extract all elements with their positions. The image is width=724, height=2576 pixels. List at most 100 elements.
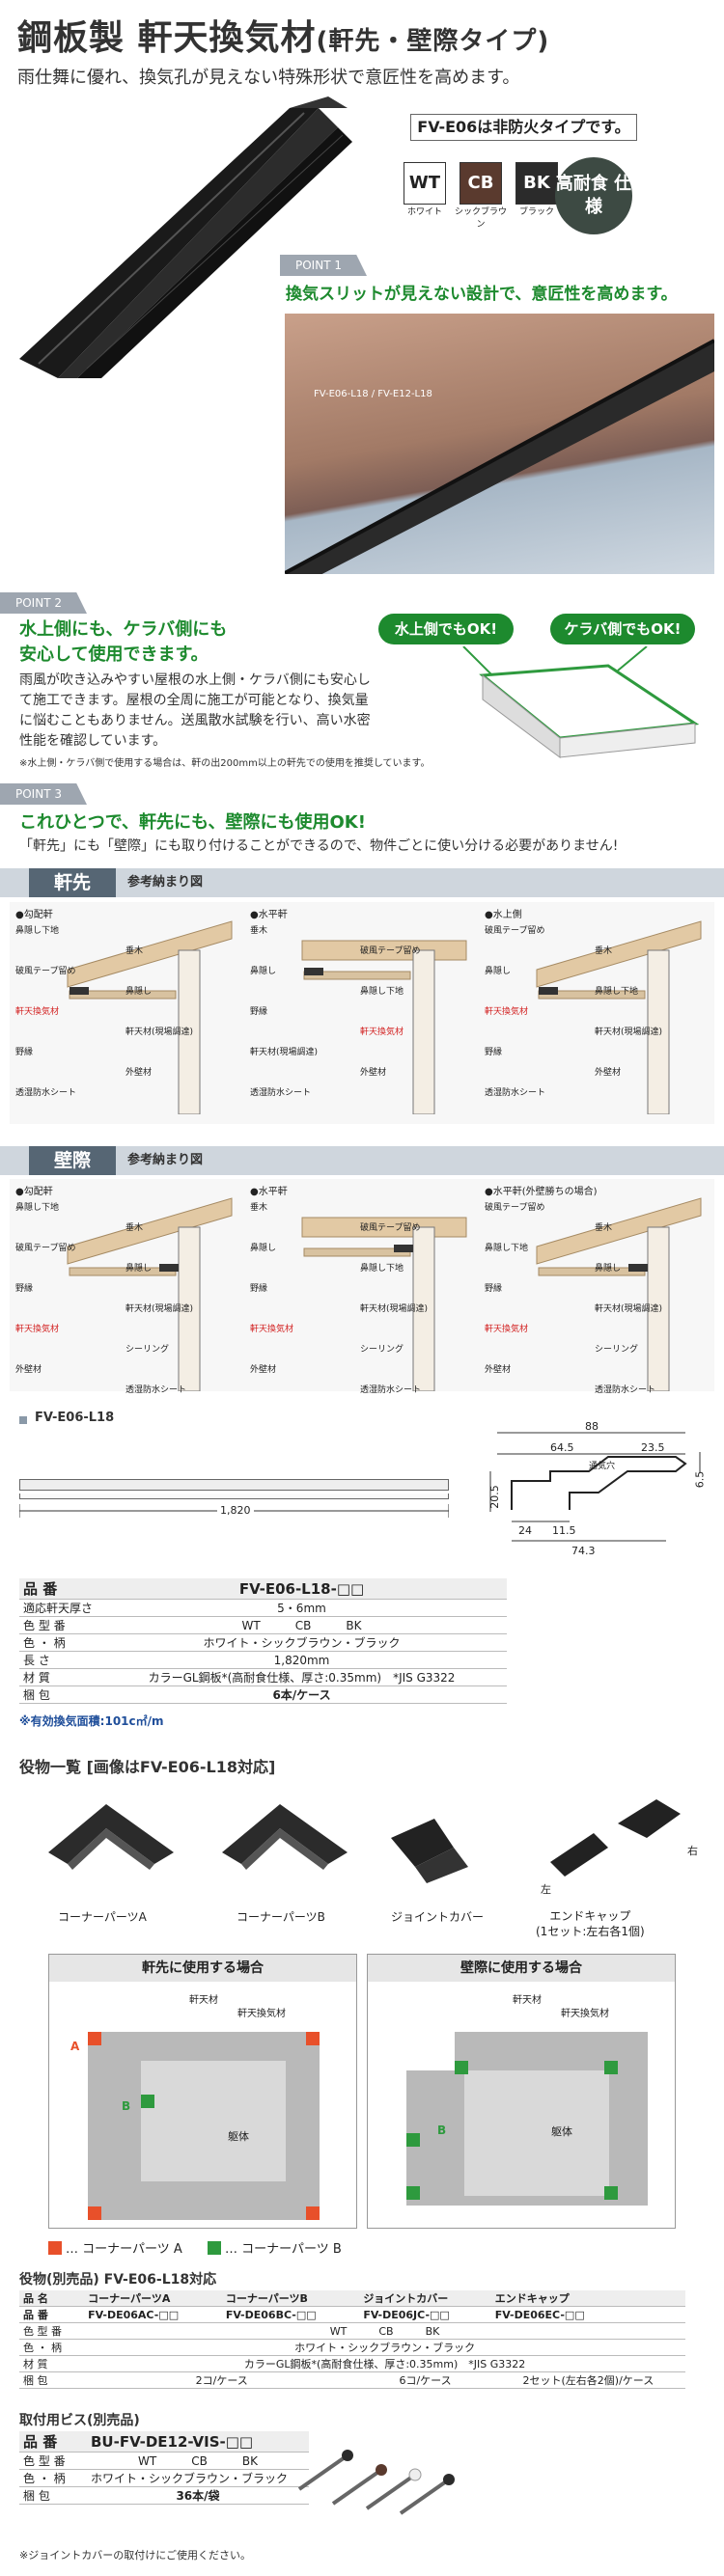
point1-headline: 換気スリットが見えない設計で、意匠性を高めます。 <box>286 285 678 304</box>
diagram-label: 透湿防水シート <box>15 1088 77 1098</box>
corrosion-badge: 高耐食 仕様 <box>555 157 632 234</box>
parts-heading: 役物一覧 [画像はFV-E06-L18対応] <box>19 1758 276 1776</box>
noki-diagram-3: ●水上側破風テープ留め垂木鼻隠し鼻隠し下地軒天換気材軒天材(現場調達)野縁外壁材… <box>479 902 710 1124</box>
diagram-label: 野縁 <box>15 1284 34 1294</box>
point1-tag: POINT 1 <box>280 255 367 276</box>
diagram-caption: ●水上側 <box>485 910 522 920</box>
kabegiwa-diagram-1: ●勾配軒鼻隠し下地垂木破風テープ留め鼻隠し野縁軒天材(現場調達)軒天換気材シーリ… <box>10 1179 241 1395</box>
diagram-label: 透湿防水シート <box>250 1088 312 1098</box>
kabe-diagrams: ●勾配軒鼻隠し下地垂木破風テープ留め鼻隠し野縁軒天材(現場調達)軒天換気材シーリ… <box>10 1179 714 1395</box>
diagram-label: 軒天材(現場調達) <box>595 1028 663 1037</box>
legend-b: … コーナーパーツ B <box>208 2238 342 2257</box>
diagram-label: 野縁 <box>485 1284 503 1294</box>
diagram-label: 軒天材(現場調達) <box>595 1304 663 1314</box>
diagram-label: 鼻隠し <box>250 1244 277 1253</box>
diagram-label: 軒天材(現場調達) <box>250 1048 319 1057</box>
diagram-label: 軒天換気材 <box>360 1028 404 1037</box>
kabegiwa-diagram-2: ●水平軒垂木破風テープ留め鼻隠し鼻隠し下地野縁軒天材(現場調達)軒天換気材シーリ… <box>244 1179 476 1395</box>
kabegiwa-diagram-3: ●水平軒(外壁勝ちの場合)破風テープ留め垂木鼻隠し下地鼻隠し野縁軒天材(現場調達… <box>479 1179 710 1395</box>
diagram-label: 軒天換気材 <box>15 1007 60 1017</box>
diagram-label: 外壁材 <box>15 1365 42 1375</box>
part-corner-a: コーナーパーツA <box>58 1910 147 1924</box>
dim-20-5: 20.5 <box>487 1485 501 1509</box>
acc-heading: 役物(別売品) FV-E06-L18対応 <box>19 2272 217 2288</box>
diagram-label: 垂木 <box>125 1223 144 1233</box>
drawing-model: FV-E06-L18 <box>35 1411 115 1425</box>
diagram-label: 鼻隠し下地 <box>485 1244 529 1253</box>
noki-kutai-label: 躯体 <box>228 2130 249 2143</box>
noki-nokiten-label: 軒天材 <box>189 1995 218 2006</box>
noki-a-label: A <box>70 2040 80 2053</box>
kabe-slab-top <box>455 2032 648 2070</box>
product-side-view-lower <box>19 1494 449 1499</box>
dim-24: 24 <box>518 1524 532 1537</box>
page-title: 鋼板製 軒天換気材(軒先・壁際タイプ) <box>17 18 550 58</box>
diagram-label: シーリング <box>595 1345 639 1355</box>
noki-corner-a2 <box>306 2032 320 2045</box>
diagram-label: 外壁材 <box>360 1068 387 1078</box>
diagram-caption: ●水平軒 <box>250 910 288 920</box>
point2-body: 雨風が吹き込みやすい屋根の水上側・ケラバ側にも安心して施工できます。屋根の全周に… <box>19 672 371 749</box>
page-subtitle: 雨仕舞に優れ、換気孔が見えない特殊形状で意匠性を高めます。 <box>17 68 520 88</box>
diagram-label: 軒天材(現場調達) <box>125 1028 194 1037</box>
part-joint-cover: ジョイントカバー <box>391 1910 485 1924</box>
vent-label: 通気穴 <box>589 1462 616 1471</box>
diagram-label: 軒天材(現場調達) <box>125 1304 194 1314</box>
dim-88: 88 <box>585 1420 599 1433</box>
point3-body: 「軒先」にも「壁際」にも取り付けることができるので、物件ごとに使い分ける必要があ… <box>19 838 619 854</box>
diagram-label: 透湿防水シート <box>595 1385 656 1395</box>
kabe-kutai-label: 躯体 <box>551 2125 572 2138</box>
roof-illustration <box>462 646 700 758</box>
point2-note: ※水上側・ケラバ側で使用する場合は、軒の出200mm以上の軒先での使用を推奨して… <box>19 758 431 769</box>
non-fireproof-note: FV-E06は非防火タイプです。 <box>410 114 637 141</box>
diagram-label: 軒天換気材 <box>485 1325 529 1334</box>
noki-body-upper <box>141 2061 286 2181</box>
diagram-label: 野縁 <box>250 1284 268 1294</box>
vent-area-note: ※有効換気面積:101c㎡/m <box>19 1714 164 1728</box>
diagram-label: 破風テープ留め <box>485 926 545 936</box>
diagram-label: 鼻隠し <box>485 967 512 976</box>
noki-diagram-1: ●勾配軒鼻隠し下地垂木破風テープ留め鼻隠し軒天換気材軒天材(現場調達)野縁外壁材… <box>10 902 241 1124</box>
noki-b-label: B <box>122 2099 131 2113</box>
dim-74-3: 74.3 <box>571 1545 596 1557</box>
kabe-corner-b2 <box>604 2061 618 2074</box>
diagram-label: 垂木 <box>250 1203 268 1213</box>
point3-tag: POINT 3 <box>0 783 87 805</box>
noki-kanki-label: 軒天換気材 <box>237 2009 286 2019</box>
point3-headline: これひとつで、軒先にも、壁際にも使用OK! <box>19 812 366 833</box>
screw-image <box>297 2450 455 2515</box>
kabe-b-label: B <box>437 2124 447 2137</box>
diagram-label: 軒天換気材 <box>15 1325 60 1334</box>
diagram-label: 破風テープ留め <box>485 1203 545 1213</box>
diagram-label: 垂木 <box>595 946 613 956</box>
kabe-corner-b4 <box>406 2186 420 2200</box>
kabe-kanki-label: 軒天換気材 <box>561 2009 609 2019</box>
noki-slab-left <box>88 2095 141 2181</box>
diagram-label: 外壁材 <box>125 1068 153 1078</box>
length-dim: 1,820 <box>217 1504 254 1517</box>
product-photo <box>19 96 352 378</box>
bubble-keraba: ケラバ側でもOK! <box>550 614 695 644</box>
legend-a: … コーナーパーツ A <box>48 2238 182 2257</box>
noki-corner-a4 <box>306 2206 320 2220</box>
diagram-label: 透湿防水シート <box>360 1385 422 1395</box>
product-side-view <box>19 1479 449 1491</box>
diagram-label: 鼻隠し下地 <box>360 1264 404 1274</box>
diagram-caption: ●水平軒(外壁勝ちの場合) <box>485 1187 598 1197</box>
diagram-label: 外壁材 <box>485 1365 512 1375</box>
diagram-caption: ●勾配軒 <box>15 910 53 920</box>
end-cap-right: 右 <box>687 1845 698 1857</box>
diagram-label: 破風テープ留め <box>360 946 421 956</box>
point2-headline: 水上側にも、ケラバ側にも安心して使用できます。 <box>19 619 228 665</box>
point1-photo: FV-E06-L18 / FV-E12-L18 <box>285 314 714 574</box>
diagram-label: 鼻隠し下地 <box>15 926 60 936</box>
diagram-label: 破風テープ留め <box>360 1223 421 1233</box>
screw-note: ※ジョイントカバーの取付けにご使用ください。 <box>19 2549 251 2562</box>
noki-section-bar: 軒先参考納まり図 <box>0 868 724 897</box>
noki-diagrams: ●勾配軒鼻隠し下地垂木破風テープ留め鼻隠し軒天換気材軒天材(現場調達)野縁外壁材… <box>10 902 714 1124</box>
diagram-label: 野縁 <box>485 1048 503 1057</box>
